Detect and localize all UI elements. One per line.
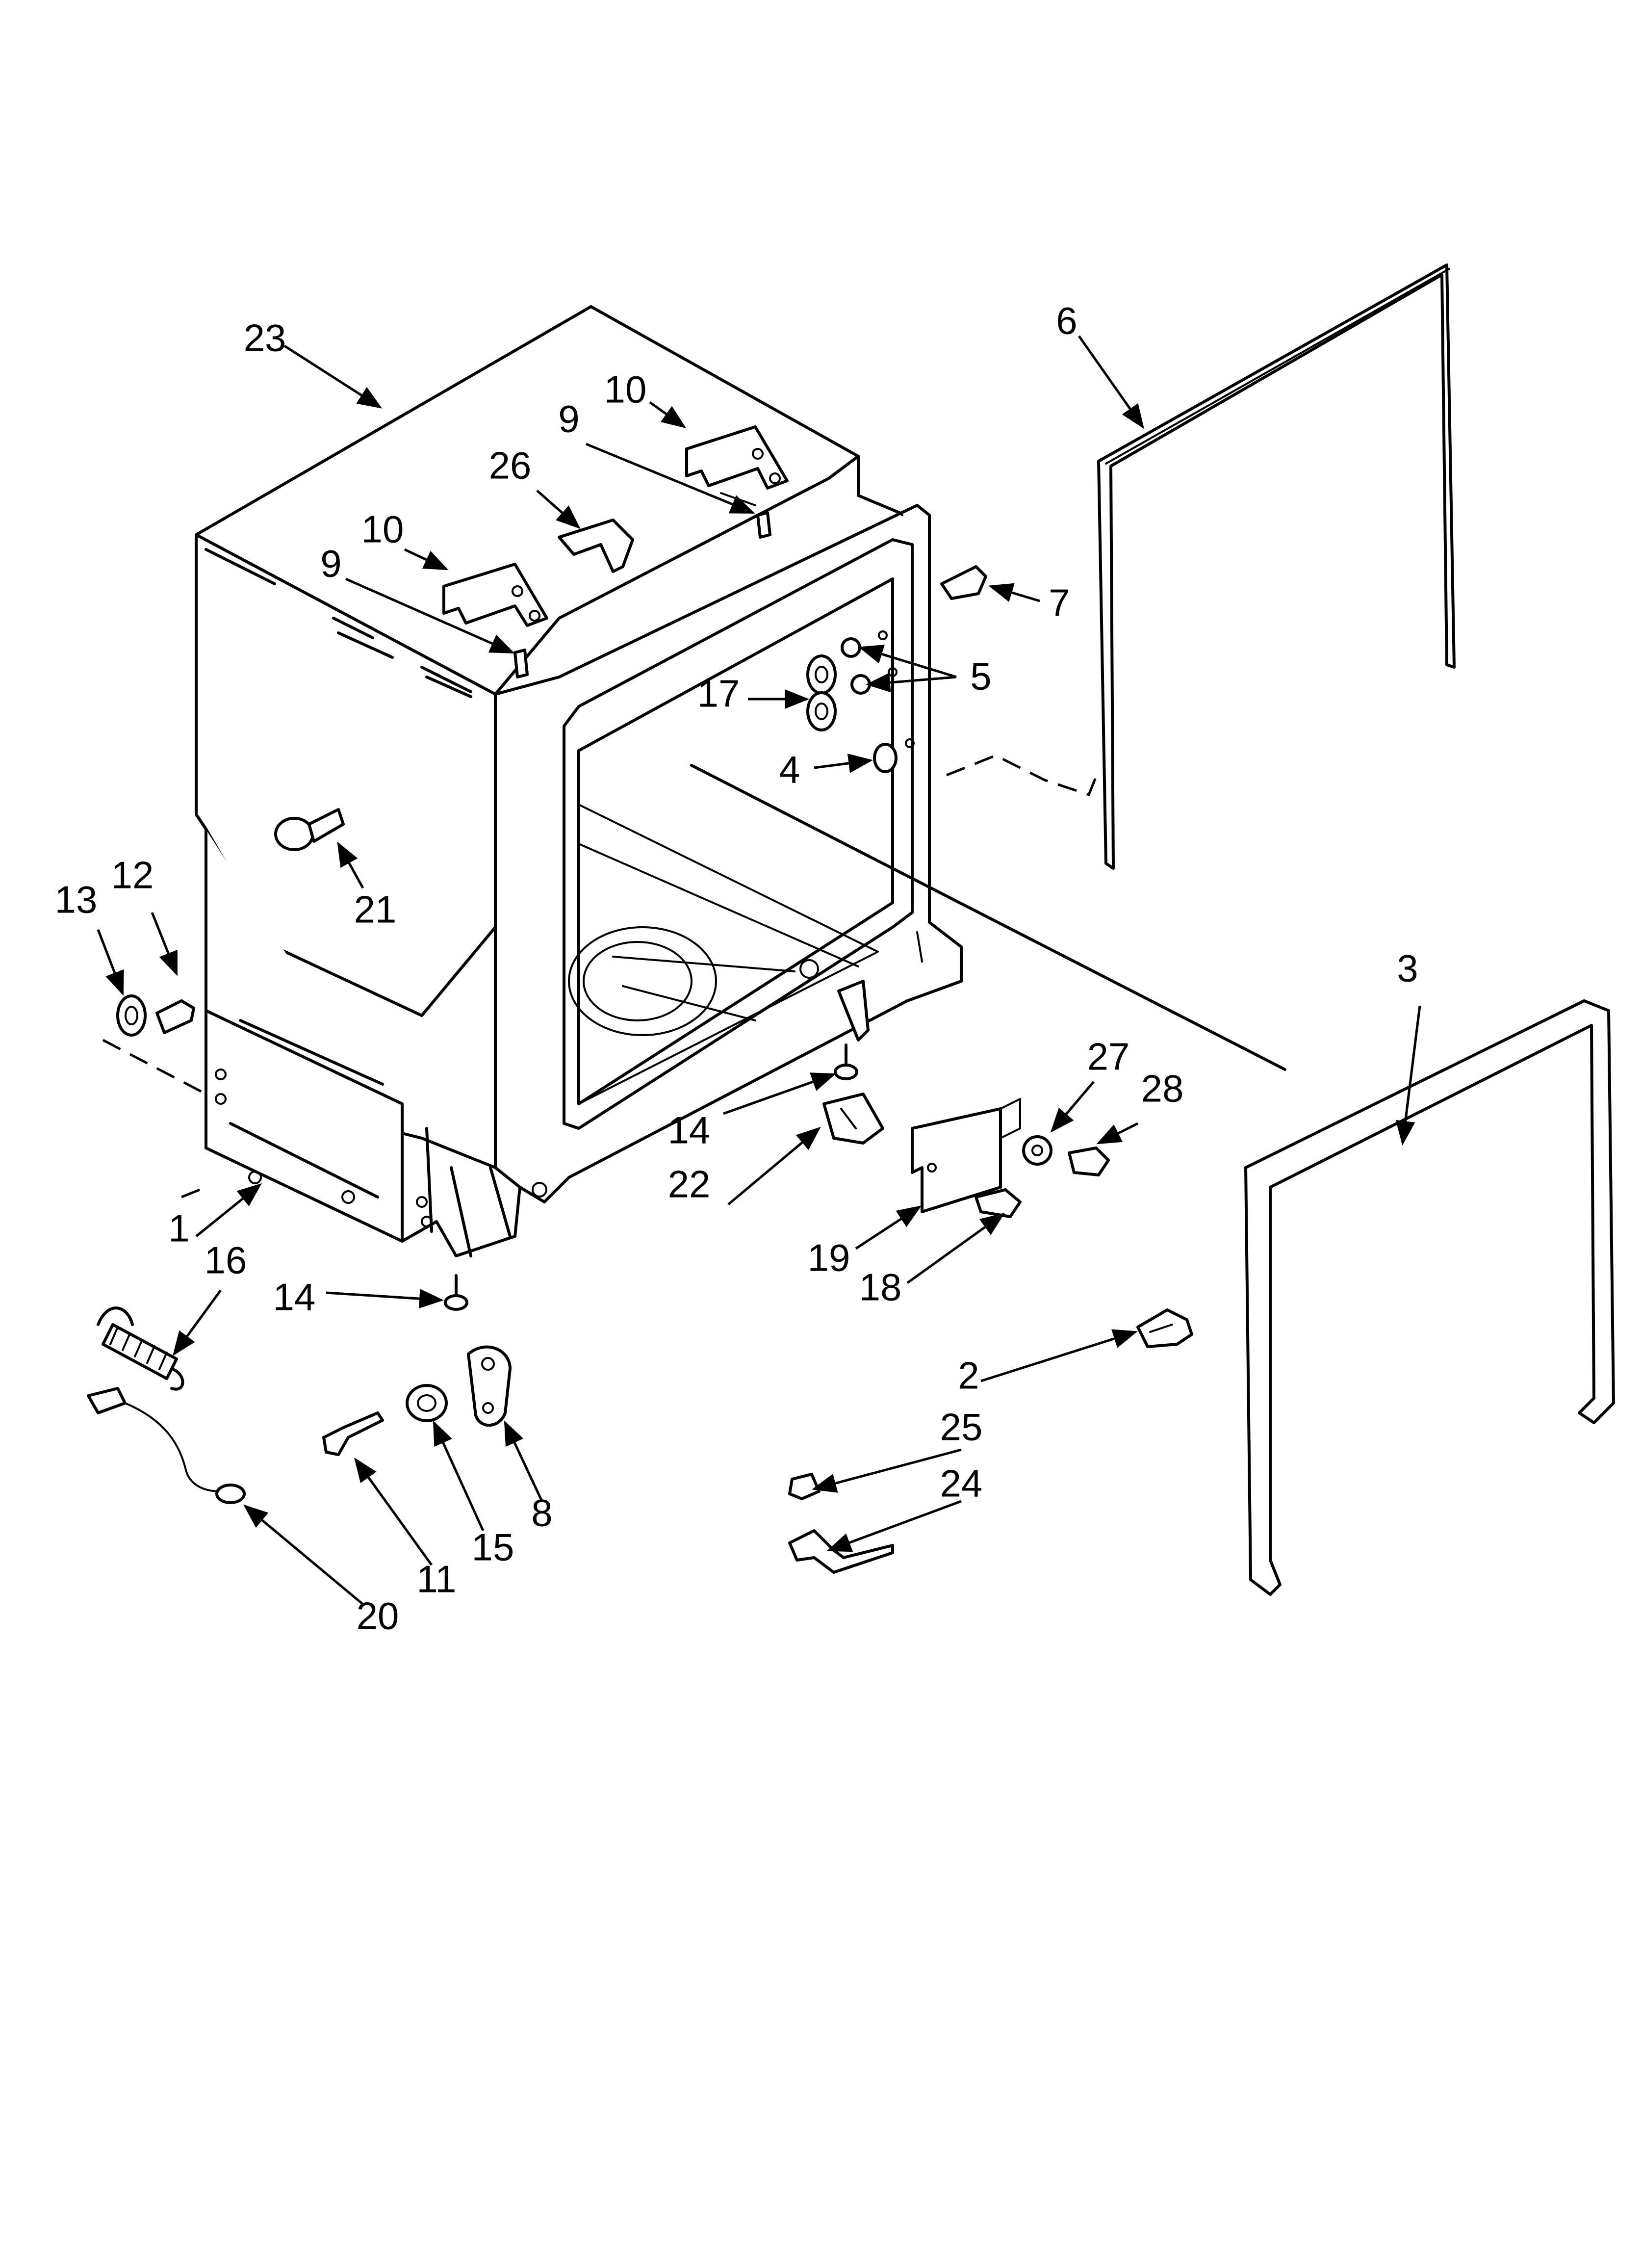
plug-21 — [274, 808, 345, 851]
callout-6: 6 — [1056, 299, 1077, 342]
callout-8: 8 — [531, 1491, 552, 1535]
callout-25: 25 — [940, 1406, 983, 1449]
alignment-line-floor — [690, 764, 1286, 1071]
latch-2 — [1136, 1308, 1193, 1348]
nut-13 — [116, 994, 147, 1037]
callout-14b: 14 — [273, 1276, 316, 1319]
bracket-24 — [788, 1529, 894, 1574]
clip-22 — [822, 1093, 884, 1145]
callout-14a: 14 — [668, 1109, 711, 1152]
callout-27: 27 — [1087, 1035, 1130, 1078]
callout-10b: 10 — [361, 508, 404, 551]
cable-20 — [87, 1387, 246, 1504]
callout-7: 7 — [1049, 581, 1070, 625]
callout-5: 5 — [970, 655, 991, 698]
callout-17: 17 — [697, 672, 740, 715]
foot-14b — [444, 1274, 468, 1311]
link-8 — [467, 1345, 512, 1427]
pulley-15 — [406, 1384, 448, 1422]
callout-19: 19 — [808, 1236, 850, 1279]
callout-11: 11 — [417, 1558, 457, 1601]
callout-20: 20 — [357, 1594, 399, 1638]
bolt-12 — [155, 999, 195, 1034]
screw-28 — [1068, 1147, 1110, 1176]
hinge-bracket-10a — [442, 563, 548, 627]
washer-5 — [841, 630, 898, 695]
callout-22: 22 — [668, 1163, 711, 1206]
tub-assembly — [195, 305, 963, 1257]
callout-24: 24 — [940, 1462, 983, 1505]
bolt-18 — [975, 1188, 1022, 1218]
callout-9a: 9 — [558, 397, 579, 441]
roller-17 — [806, 654, 837, 731]
foot-14a — [834, 1043, 858, 1080]
callout-2: 2 — [958, 1354, 979, 1397]
callout-15: 15 — [472, 1526, 514, 1569]
callout-28: 28 — [1141, 1067, 1184, 1110]
leader-lines — [97, 335, 1421, 1605]
callout-18: 18 — [859, 1266, 902, 1309]
bolt-11 — [322, 1411, 384, 1456]
callout-9b: 9 — [320, 542, 341, 585]
callout-13: 13 — [55, 878, 98, 921]
door-gasket-6 — [1097, 263, 1456, 870]
callout-23: 23 — [244, 316, 286, 360]
callout-12: 12 — [111, 854, 154, 897]
clip-26 — [558, 519, 634, 573]
door-seal-3 — [1244, 999, 1615, 1596]
callout-21: 21 — [354, 888, 397, 931]
sensor-25 — [788, 1473, 821, 1500]
spring-16 — [97, 1306, 184, 1391]
screw-9b — [756, 511, 771, 539]
alignment-line-left-2 — [181, 1186, 206, 1199]
alignment-line-right — [946, 754, 1100, 797]
callout-1: 1 — [168, 1207, 189, 1250]
screw-7 — [940, 565, 987, 600]
screw-9a — [513, 649, 529, 678]
hinge-bracket-10b — [685, 425, 789, 490]
bracket-19 — [911, 1098, 1021, 1213]
plug-4 — [873, 738, 915, 773]
callout-4: 4 — [779, 748, 800, 791]
alignment-line-left — [102, 1039, 207, 1095]
callout-3: 3 — [1397, 947, 1418, 990]
callout-26: 26 — [489, 444, 532, 487]
callout-10a: 10 — [604, 368, 647, 411]
star-washer-27 — [1022, 1135, 1052, 1166]
callout-16: 16 — [205, 1239, 247, 1282]
